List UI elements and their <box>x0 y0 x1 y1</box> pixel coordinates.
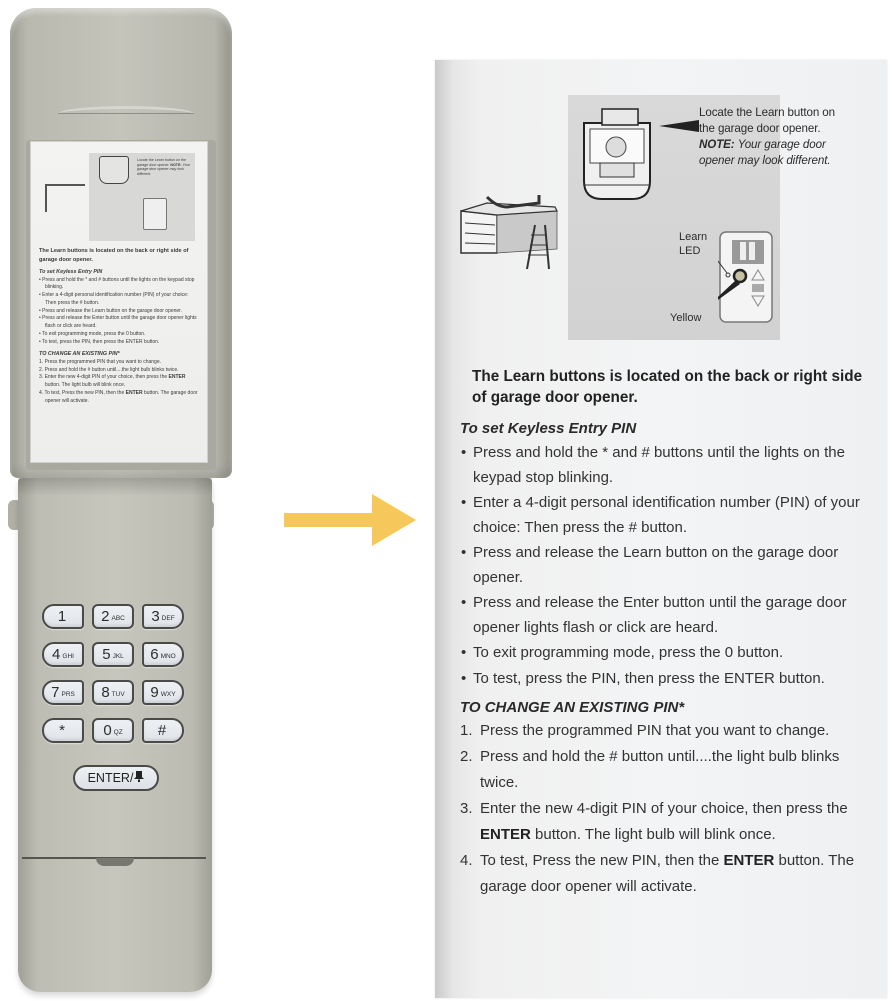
yellow-label: Yellow <box>670 312 702 324</box>
mini-bullet: • Enter a 4-digit personal identificatio… <box>39 292 189 306</box>
learn-led-label: Learn LED <box>679 231 708 258</box>
change-pin-heading: TO CHANGE AN EXISTING PIN* <box>460 699 685 717</box>
mini-bullet: • Press and hold the * and # buttons unt… <box>39 276 195 291</box>
set-pin-heading: To set Keyless Entry PIN <box>460 420 637 438</box>
list-item: To exit programming mode, press the 0 bu… <box>460 641 880 666</box>
step-item: 3.Enter the new 4-digit PIN of your choi… <box>460 800 848 844</box>
instruction-card: Locate the Learn button on the garage do… <box>435 60 887 998</box>
garage-ladder-illustration <box>460 195 558 270</box>
bell-icon <box>134 771 145 785</box>
pointer-arrow-icon <box>659 120 699 132</box>
list-item: Press and hold the * and # buttons until… <box>460 441 880 490</box>
mini-set-pin-heading: To set Keyless Entry PIN <box>39 269 103 276</box>
list-item: To test, press the PIN, then press the E… <box>460 667 880 692</box>
step-item: 2.Press and hold the # button until....t… <box>460 748 840 792</box>
mini-bullet: • Press and release the Enter button unt… <box>39 315 197 330</box>
opener-note: Locate the Learn button on the garage do… <box>699 106 835 167</box>
mini-change-pin-heading: TO CHANGE AN EXISTING PIN* <box>39 351 120 358</box>
enter-button[interactable]: ENTER/ <box>73 765 159 791</box>
mini-instruction-card: Locate the Learn button on the garage do… <box>30 141 208 463</box>
lid-grip-ridge <box>58 106 194 114</box>
mini-lead: The Learn buttons is located on the back… <box>39 248 189 263</box>
key-star[interactable]: * <box>42 718 84 743</box>
list-item: Press and release the Enter button until… <box>460 591 880 640</box>
mini-bullet: • To exit programming mode, press the 0 … <box>39 330 146 337</box>
list-item: Enter a 4-digit personal identification … <box>460 491 880 540</box>
mini-opener-note: Locate the Learn button on the garage do… <box>137 158 190 177</box>
list-item: Press and release the Learn button on th… <box>460 541 880 590</box>
arrow-right-icon <box>284 494 416 550</box>
mini-learn-panel <box>143 198 167 230</box>
learn-button-location: The Learn buttons is located on the back… <box>472 368 863 406</box>
key-hash[interactable]: # <box>142 718 184 743</box>
mini-garage-illustration <box>45 184 85 212</box>
mini-step: 3. Enter the new 4-digit PIN of your cho… <box>39 374 186 389</box>
step-item: 4.To test, Press the new PIN, then the E… <box>460 852 855 896</box>
mini-step: 1. Press the programmed PIN that you wan… <box>39 358 162 365</box>
enter-label: ENTER/ <box>87 771 134 785</box>
key-1[interactable]: 1 <box>42 604 84 629</box>
mini-figure: Locate the Learn button on the garage do… <box>39 142 199 244</box>
mini-step: 2. Press and hold the # button until....… <box>39 366 179 373</box>
learn-button-panel-illustration <box>718 231 773 323</box>
mini-opener-illustration <box>99 156 129 184</box>
instructions-text: The Learn buttons is located on the back… <box>460 367 880 900</box>
set-pin-list: Press and hold the * and # buttons until… <box>460 441 880 691</box>
step-item: 1.Press the programmed PIN that you want… <box>460 722 830 740</box>
mini-bullet: • Press and release the Learn button on … <box>39 307 182 314</box>
keypad-device: Locate the Learn button on the garage do… <box>0 0 250 1001</box>
mini-step: 4. To test, Press the new PIN, then the … <box>39 389 198 404</box>
mini-bullet: • To test, press the PIN, then press the… <box>39 338 160 345</box>
battery-cover-notch <box>96 858 134 866</box>
garage-opener-illustration <box>583 108 651 200</box>
change-pin-steps: 1.Press the programmed PIN that you want… <box>460 718 880 900</box>
